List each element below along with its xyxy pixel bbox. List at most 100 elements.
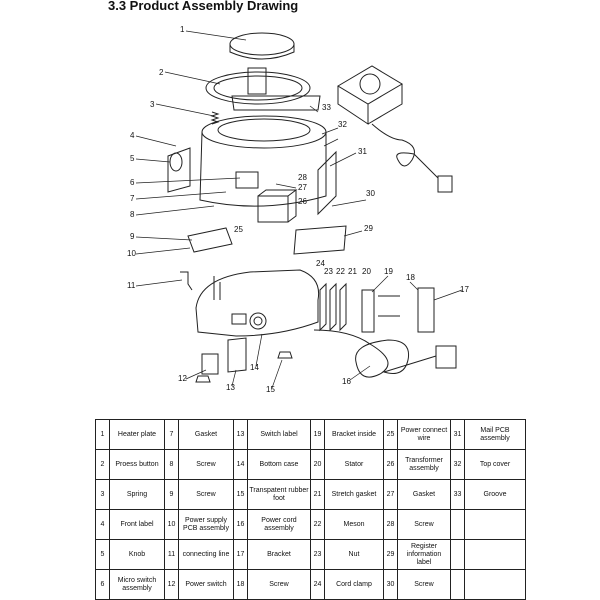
part-number-cell xyxy=(450,539,465,570)
callout-13: 13 xyxy=(226,383,235,392)
groove-shape xyxy=(231,95,321,111)
part-name-cell: Bottom case xyxy=(247,449,311,480)
bottom-case-shape xyxy=(195,269,320,337)
part-name-cell: Screw xyxy=(397,569,451,600)
callout-22: 22 xyxy=(336,267,345,276)
callout-6: 6 xyxy=(130,178,135,187)
part-number-cell: 8 xyxy=(164,449,179,480)
callout-15: 15 xyxy=(266,385,275,394)
part-number-cell: 22 xyxy=(310,509,325,540)
part-name-cell: Transpatent rubber foot xyxy=(247,479,311,510)
press-button-ring-shape xyxy=(205,71,311,105)
callout-9: 9 xyxy=(130,232,135,241)
power-cord-shape xyxy=(313,329,437,378)
part-number-cell xyxy=(450,509,465,540)
part-name-cell: Top cover xyxy=(464,449,526,480)
part-name-cell: Gasket xyxy=(178,419,234,450)
part-name-cell: Nut xyxy=(324,539,384,570)
part-name-cell: Stator xyxy=(324,449,384,480)
knob-shape xyxy=(169,152,183,172)
part-number-cell: 10 xyxy=(164,509,179,540)
part-number-cell: 15 xyxy=(233,479,248,510)
part-number-cell: 33 xyxy=(450,479,465,510)
callout-23: 23 xyxy=(324,267,333,276)
callout-26: 26 xyxy=(298,197,307,206)
front-label-shape xyxy=(167,147,191,193)
callout-18: 18 xyxy=(406,273,415,282)
callout-29: 29 xyxy=(364,224,373,233)
part-name-cell: Knob xyxy=(109,539,165,570)
callout-5: 5 xyxy=(130,154,135,163)
part-name-cell: Power supply PCB assembly xyxy=(178,509,234,540)
callout-12: 12 xyxy=(178,374,187,383)
part-name-cell: Power cord assembly xyxy=(247,509,311,540)
part-name-cell: Meson xyxy=(324,509,384,540)
callout-1: 1 xyxy=(180,25,185,34)
part-name-cell: Stretch gasket xyxy=(324,479,384,510)
part-name-cell: Power switch xyxy=(178,569,234,600)
part-name-cell xyxy=(464,539,526,570)
part-name-cell: Screw xyxy=(397,509,451,540)
callout-33: 33 xyxy=(322,103,331,112)
stretch-gasket-shape xyxy=(319,282,347,332)
part-number-cell: 29 xyxy=(383,539,398,570)
exploded-parts xyxy=(167,32,457,383)
part-number-cell: 17 xyxy=(233,539,248,570)
callout-17: 17 xyxy=(460,285,469,294)
top-cover-shape xyxy=(201,115,327,149)
part-name-cell xyxy=(464,509,526,540)
callout-24: 24 xyxy=(316,259,325,268)
part-name-cell: Proess button xyxy=(109,449,165,480)
callout-8: 8 xyxy=(130,210,135,219)
register-label-shape xyxy=(293,225,347,255)
callout-25: 25 xyxy=(234,225,243,234)
part-name-cell: Screw xyxy=(178,449,234,480)
part-name-cell: Micro switch assembly xyxy=(109,569,165,600)
callout-31: 31 xyxy=(358,147,367,156)
switch-label-shape xyxy=(227,337,247,373)
part-name-cell: Screw xyxy=(247,569,311,600)
part-name-cell: Screw xyxy=(178,479,234,510)
part-number-cell: 25 xyxy=(383,419,398,450)
part-number-cell: 13 xyxy=(233,419,248,450)
part-number-cell: 19 xyxy=(310,419,325,450)
section-title: 3.3 Product Assembly Drawing xyxy=(108,0,299,13)
power-switch-shape xyxy=(201,353,219,375)
part-number-cell: 11 xyxy=(164,539,179,570)
part-number-cell: 24 xyxy=(310,569,325,600)
spring-shape xyxy=(210,111,220,125)
part-number-cell xyxy=(450,569,465,600)
bracket-shape xyxy=(417,287,435,333)
callout-3: 3 xyxy=(150,100,155,109)
part-number-cell: 5 xyxy=(95,539,110,570)
part-number-cell: 4 xyxy=(95,509,110,540)
callout-7: 7 xyxy=(130,194,135,203)
part-number-cell: 26 xyxy=(383,449,398,480)
callout-2: 2 xyxy=(159,68,164,77)
part-number-cell: 32 xyxy=(450,449,465,480)
part-number-cell: 20 xyxy=(310,449,325,480)
part-name-cell: Bracket xyxy=(247,539,311,570)
part-number-cell: 1 xyxy=(95,419,110,450)
heater-plate-shape xyxy=(229,32,295,56)
bracket-inside-shape xyxy=(378,295,400,317)
part-number-cell: 18 xyxy=(233,569,248,600)
transformer-shape xyxy=(257,195,289,223)
part-name-cell: Register information label xyxy=(397,539,451,570)
part-name-cell: Bracket inside xyxy=(324,419,384,450)
part-name-cell xyxy=(464,569,526,600)
part-number-cell: 31 xyxy=(450,419,465,450)
part-number-cell: 30 xyxy=(383,569,398,600)
part-number-cell: 16 xyxy=(233,509,248,540)
callout-30: 30 xyxy=(366,189,375,198)
callout-27: 27 xyxy=(298,183,307,192)
part-name-cell: Heater plate xyxy=(109,419,165,450)
part-name-cell: Cord clamp xyxy=(324,569,384,600)
